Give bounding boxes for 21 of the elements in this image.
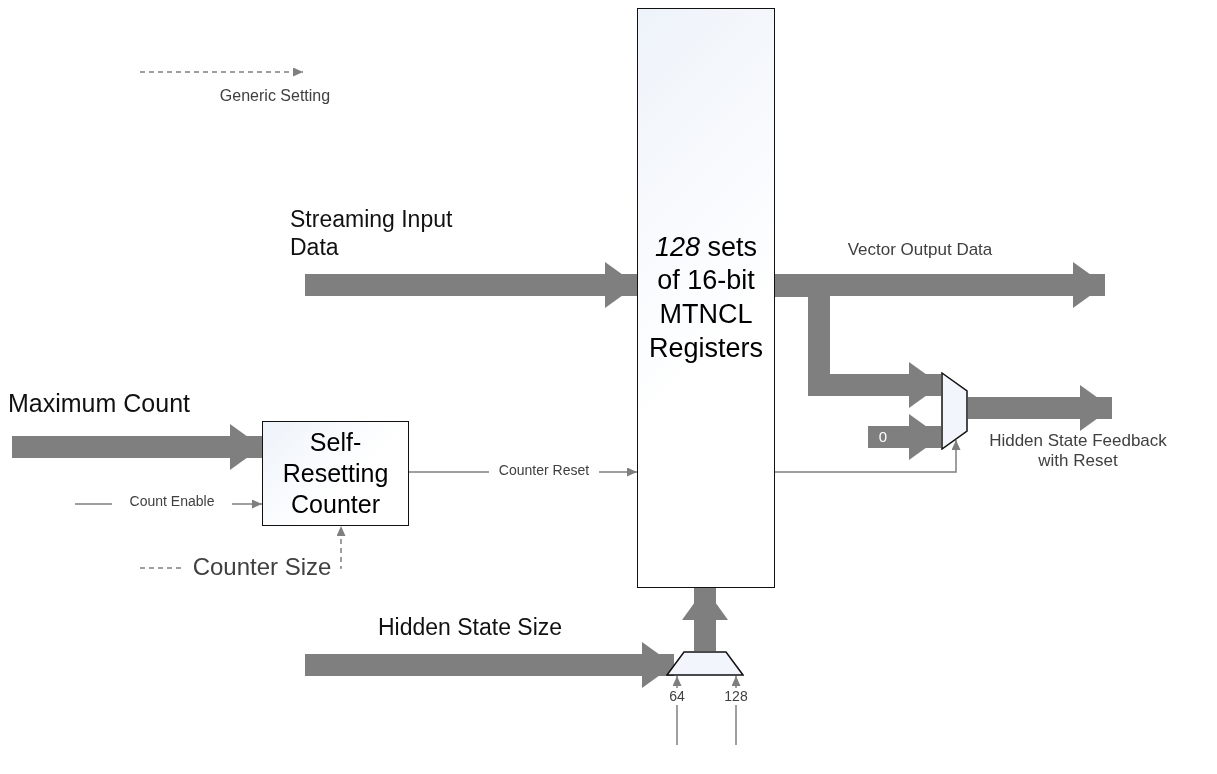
legend-text: Generic Setting bbox=[218, 86, 332, 106]
edge-label: 0 bbox=[877, 428, 889, 446]
bus-arrow bbox=[12, 424, 262, 470]
bus-arrow bbox=[305, 642, 674, 688]
multiplexer-symbol bbox=[666, 651, 744, 676]
edge-label: Hidden State Feedback with Reset bbox=[988, 431, 1168, 472]
edge-label: Maximum Count bbox=[8, 388, 191, 418]
bus-arrow bbox=[868, 414, 941, 460]
block-label: Self-Resetting Counter bbox=[281, 426, 390, 521]
edge-label: Hidden State Size bbox=[378, 614, 564, 642]
bus-arrow bbox=[775, 262, 1105, 308]
counter-box bbox=[262, 421, 409, 526]
edge-label: Streaming Input Data bbox=[290, 206, 454, 262]
signal-arrow bbox=[774, 439, 961, 473]
bus-arrow bbox=[305, 262, 637, 308]
edge-label: Vector Output Data bbox=[846, 240, 994, 261]
bus-arrow bbox=[968, 385, 1112, 431]
block-label: 128 sets of 16-bit MTNCL Registers bbox=[647, 230, 764, 365]
multiplexer-symbol bbox=[941, 372, 968, 450]
bus-arrow bbox=[682, 588, 728, 651]
register-box bbox=[637, 8, 775, 588]
